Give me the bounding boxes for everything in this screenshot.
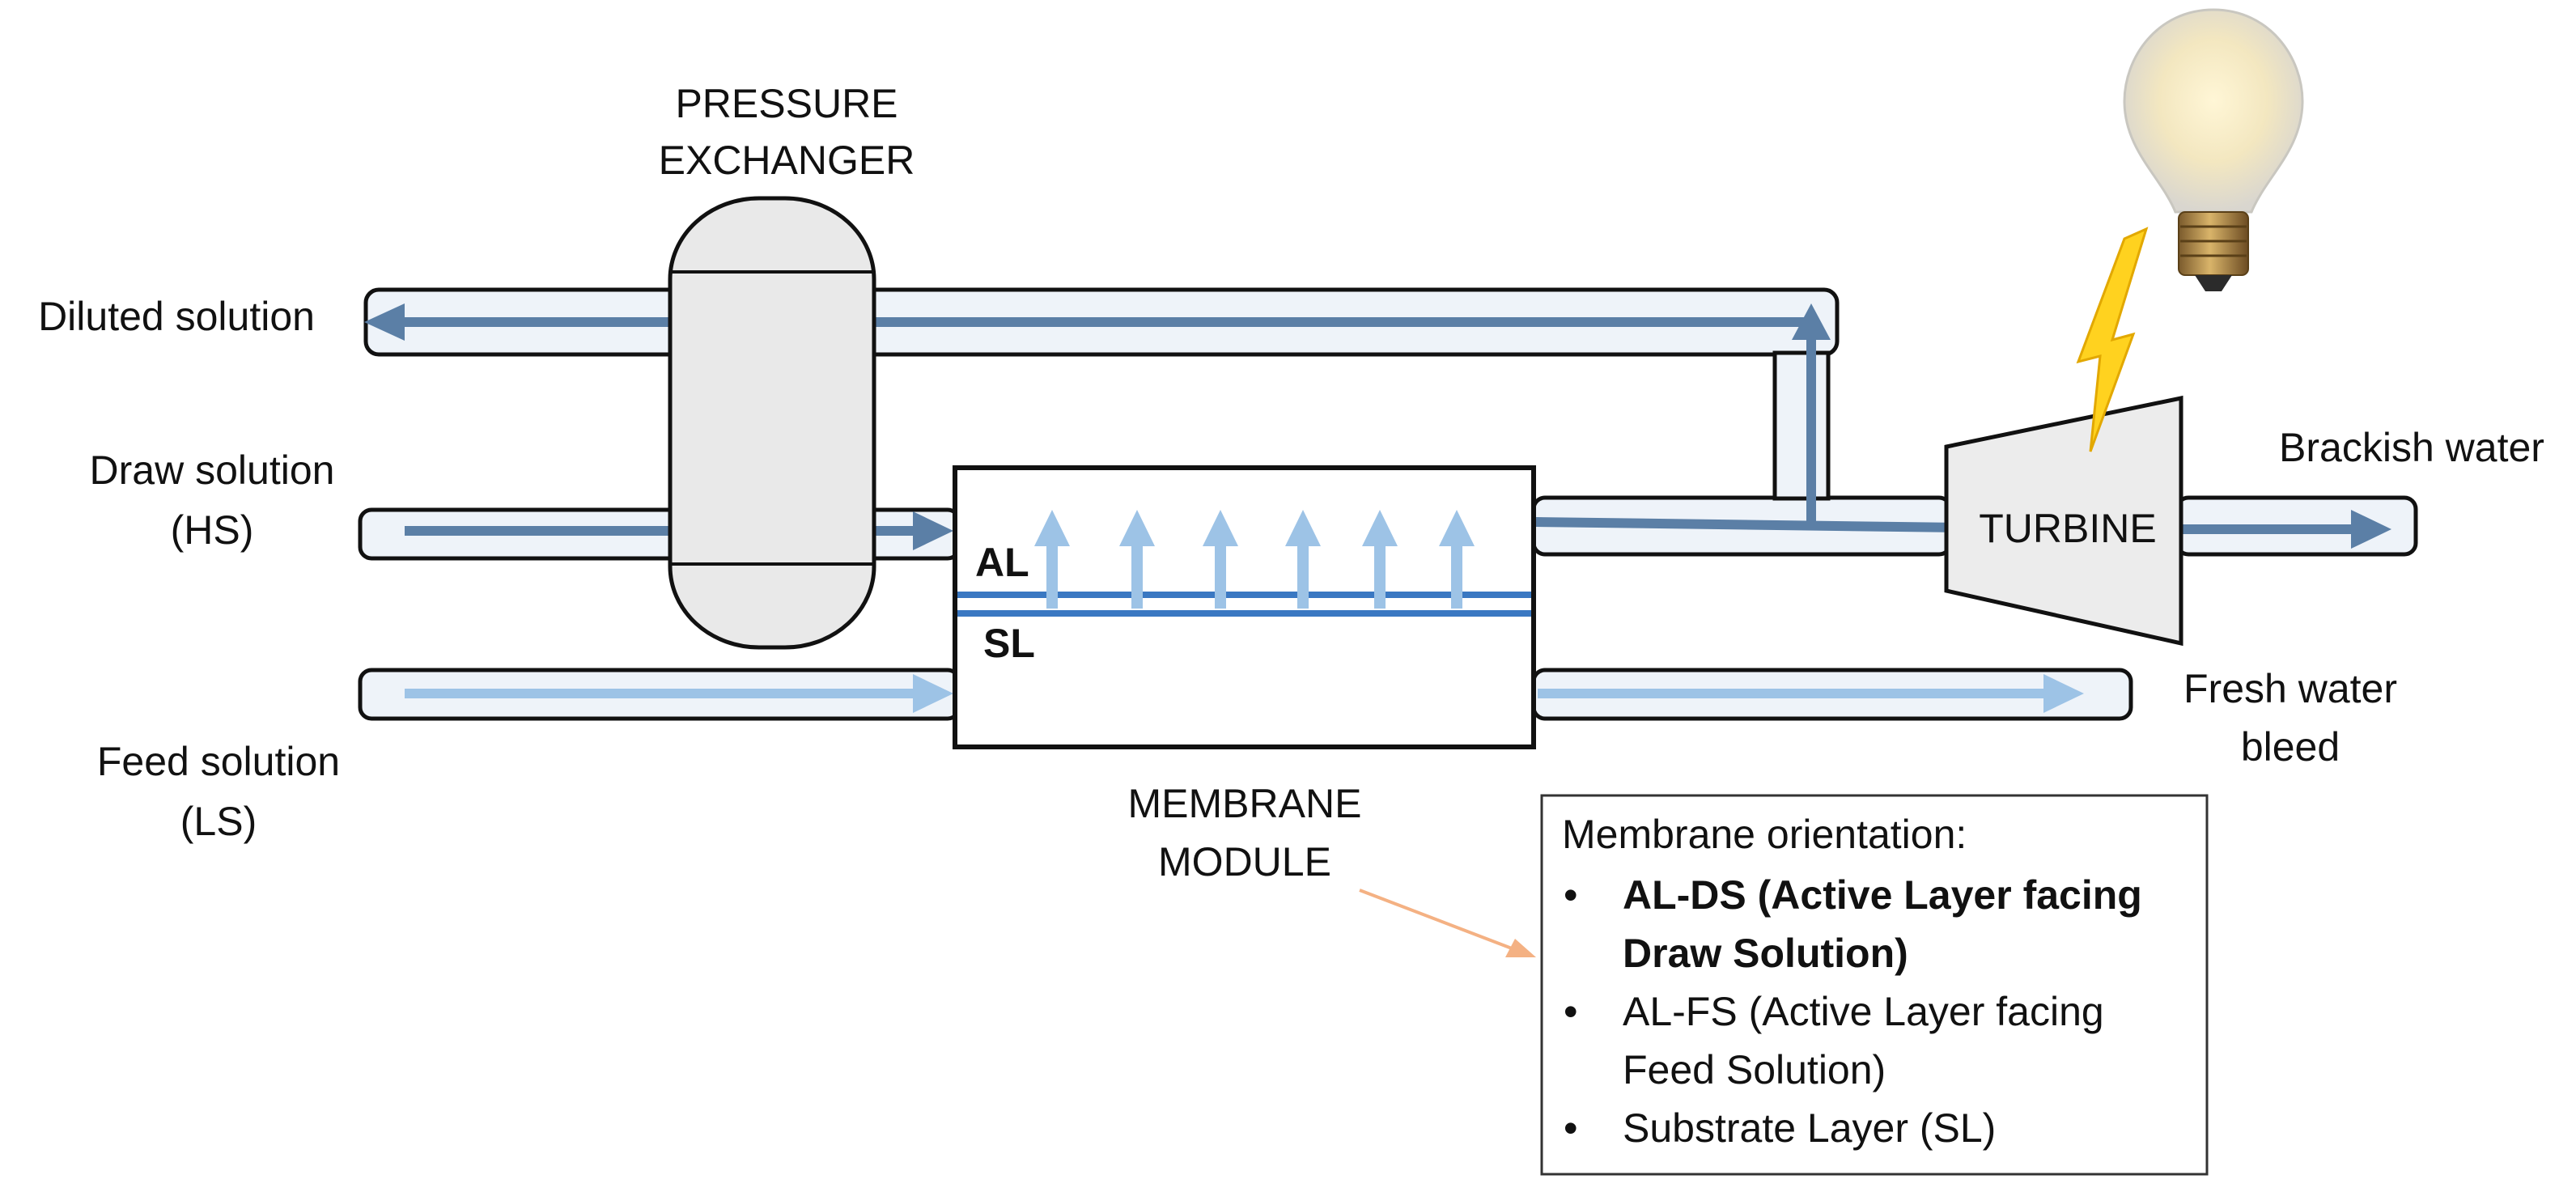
diluted-solution-label: Diluted solution xyxy=(38,294,315,339)
legend-bullet: • xyxy=(1564,872,1578,918)
pressure-exchanger-label-line2: EXCHANGER xyxy=(659,138,915,183)
diluted-solution-flow-arrow xyxy=(364,303,1811,341)
draw-solution-label-line1: Draw solution xyxy=(90,448,335,493)
fresh-water-bleed-label-line1: Fresh water xyxy=(2183,666,2397,711)
water-flux-arrow xyxy=(1362,510,1398,609)
brackish-water-label: Brackish water xyxy=(2279,425,2544,470)
water-flux-arrow xyxy=(1119,510,1155,609)
water-flux-arrow xyxy=(1034,510,1070,609)
fresh-water-bleed-label-line2: bleed xyxy=(2241,724,2340,770)
lightning-bolt-icon xyxy=(2076,227,2149,452)
riser-flow-arrow xyxy=(1792,303,1831,524)
water-flux-arrow xyxy=(1203,510,1238,609)
turbine-label: TURBINE xyxy=(1979,506,2156,551)
active-layer-label: AL xyxy=(975,540,1029,585)
membrane-module-label-line2: MODULE xyxy=(1158,839,1331,884)
legend-item-al-ds-line1: AL-DS (Active Layer facing xyxy=(1623,872,2142,918)
water-flux-arrows xyxy=(1034,510,1475,609)
feed-solution-label-line2: (LS) xyxy=(180,799,257,844)
legend-bullet: • xyxy=(1564,989,1578,1034)
membrane-module xyxy=(953,465,1536,749)
legend-bullet: • xyxy=(1564,1105,1578,1151)
feed-solution-label-line1: Feed solution xyxy=(97,739,340,784)
legend-item-al-fs-line1: AL-FS (Active Layer facing xyxy=(1623,989,2104,1034)
substrate-layer-label: SL xyxy=(983,621,1035,666)
legend-item-al-ds-line2: Draw Solution) xyxy=(1623,931,1908,976)
fresh-water-flow-arrow xyxy=(1538,674,2084,713)
light-bulb-icon xyxy=(2123,8,2304,291)
draw-solution-label-line2: (HS) xyxy=(171,507,254,553)
water-flux-arrow xyxy=(1439,510,1475,609)
water-flux-arrow xyxy=(1285,510,1321,609)
legend-title: Membrane orientation: xyxy=(1562,812,1967,857)
legend-item-sl-line1: Substrate Layer (SL) xyxy=(1623,1105,1996,1151)
legend-box xyxy=(1540,794,2209,1176)
vertical-connector-pipe xyxy=(1772,350,1831,501)
pressure-exchanger-vessel xyxy=(668,196,876,650)
legend-item-al-fs-line2: Feed Solution) xyxy=(1623,1047,1886,1092)
pressure-exchanger-label-line1: PRESSURE xyxy=(675,81,898,126)
membrane-outlet-flow-arrow xyxy=(1535,517,1959,532)
callout-arrow xyxy=(1359,889,1536,957)
feed-solution-flow-arrow xyxy=(405,674,953,713)
brackish-water-flow-arrow xyxy=(2181,510,2391,549)
membrane-module-label-line1: MEMBRANE xyxy=(1128,781,1362,826)
